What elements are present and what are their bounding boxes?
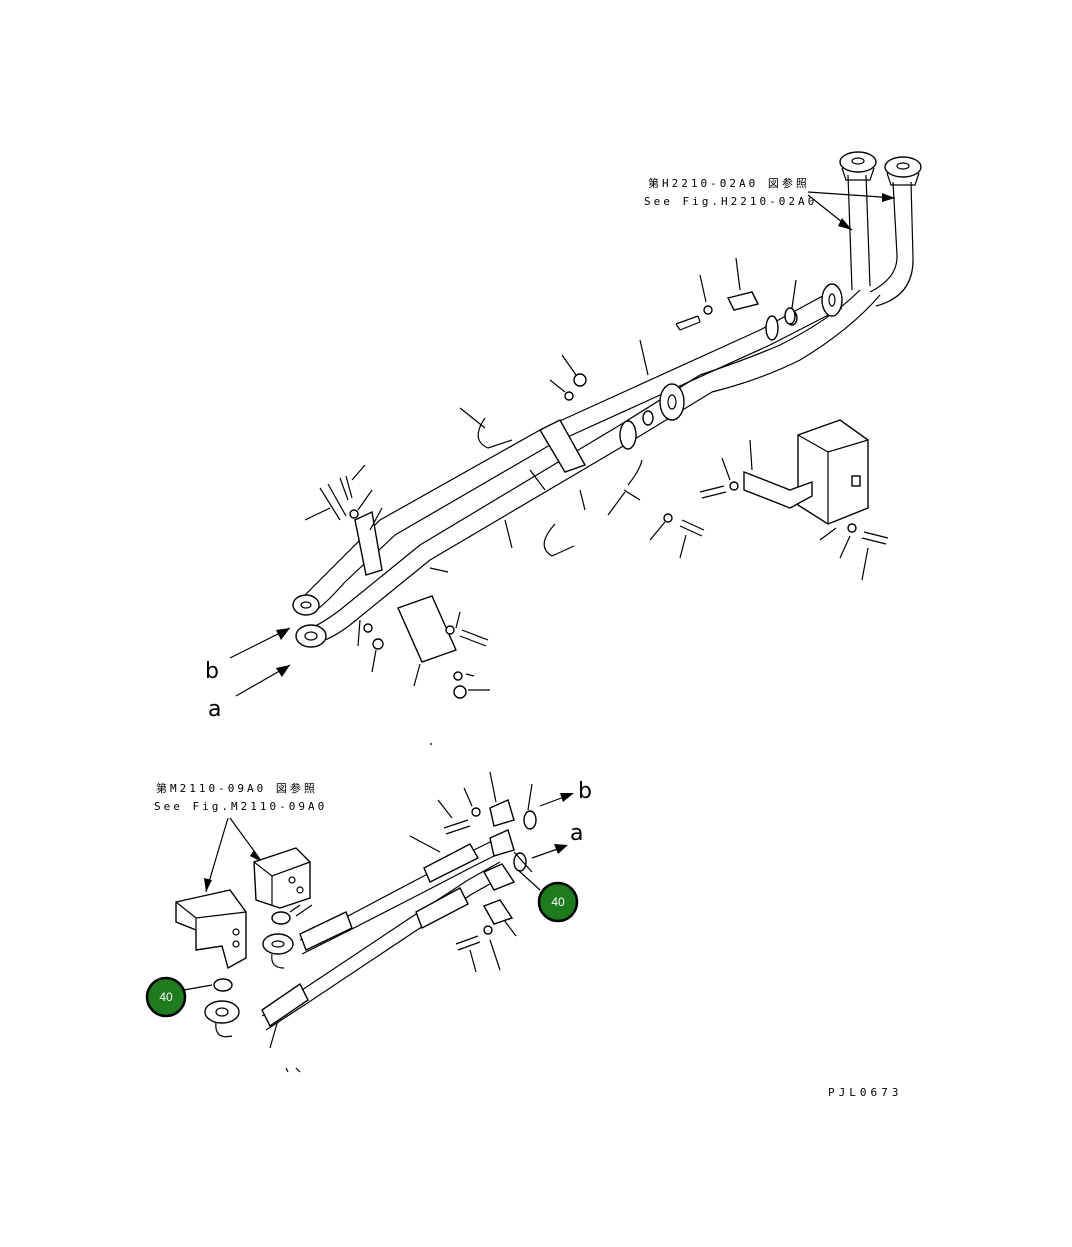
washer-box-low [847, 523, 857, 533]
left-flange-a [295, 624, 327, 648]
label-a-lower: a [570, 821, 583, 846]
angle-bracket [743, 470, 813, 509]
washer-left [349, 509, 359, 519]
leader-lines-upper [304, 257, 869, 745]
arrow-to-a-head [554, 844, 568, 854]
washer-bottom [453, 671, 463, 681]
callout-badge-right-label: 40 [551, 895, 565, 909]
ref-arrow-head-2 [882, 193, 895, 202]
nut-bracket-left [372, 638, 384, 650]
ref-arrow-lower-head-2 [250, 850, 262, 862]
arrow-a-head [276, 665, 290, 677]
callout-badge-left-circle[interactable] [145, 976, 187, 1018]
washer-mid [564, 391, 574, 401]
hose-sleeve-4 [261, 982, 309, 1028]
ref-arrow-head-1 [838, 218, 852, 230]
riser-pipe-left [847, 174, 871, 291]
riser-pipe-right [869, 181, 914, 307]
u-bolt-upper [477, 417, 513, 449]
oring-right-1 [523, 810, 537, 830]
washer-bracket [445, 625, 455, 635]
support-bracket [397, 595, 457, 663]
ref-arrow-upper-2 [807, 191, 896, 199]
u-bolt-left [319, 483, 347, 521]
washer-mid-low [663, 513, 673, 523]
bracket-center [539, 419, 587, 473]
clamp-top [726, 291, 760, 311]
mid-flange-2 [659, 383, 685, 421]
label-b-lower: b [578, 779, 592, 804]
bolt-lower-2 [455, 935, 481, 951]
hose-sleeve-1 [423, 843, 479, 883]
label-b-upper: b [205, 659, 219, 684]
callout-badge-right-circle[interactable] [537, 881, 579, 923]
bolt-box [699, 485, 727, 499]
box-bracket [797, 419, 869, 525]
valve-block-right [253, 847, 311, 909]
upper-assembly: 第H2210-02A0 図参照 See Fig.H2210-02A0 b a [205, 151, 922, 745]
split-flange-upper [489, 799, 515, 827]
drawing-code: PJL0673 [828, 1086, 902, 1099]
hose-sleeve-2 [415, 887, 469, 929]
split-flange-bottom [482, 899, 514, 925]
mid-flange-1 [765, 315, 779, 341]
split-flange-mid [489, 829, 515, 857]
label-a-upper: a [208, 697, 221, 722]
box-port [851, 475, 861, 487]
washer-lower-1 [471, 807, 481, 817]
oring-lower-1 [271, 911, 291, 925]
clip-mid [623, 459, 643, 501]
callout-badge-left-label: 40 [159, 990, 173, 1004]
bracket-left [354, 510, 383, 576]
callout-badge-left[interactable]: 40 [145, 976, 187, 1018]
left-flange-b [292, 594, 320, 616]
bolt-mid [679, 519, 705, 537]
arrow-b-head [276, 628, 290, 640]
oring-right-2 [513, 852, 527, 872]
upper-ref-en: See Fig.H2210-02A0 [644, 195, 817, 208]
bolt-lower-1 [443, 819, 471, 835]
lower-ref-jp: 第M2110-09A0 図参照 [156, 781, 318, 795]
leader-lines-lower [269, 771, 533, 1073]
bolt-bracket [459, 629, 489, 647]
nut-top [573, 373, 587, 387]
fitting-flange-upper [262, 933, 294, 955]
lower-assembly: 第M2110-09A0 図参照 See Fig.M2110-09A0 [145, 771, 592, 1073]
top-flange-left [839, 151, 877, 173]
split-flange-low [483, 863, 516, 891]
washer-lower-2 [483, 925, 493, 935]
bolt-top [675, 315, 701, 331]
bolt-left [339, 475, 353, 501]
u-bolt-lower [543, 523, 575, 557]
fitting-flange-lower [204, 1000, 240, 1024]
callout-badge-right[interactable]: 40 [537, 881, 579, 923]
ref-arrow-lower-head-1 [204, 878, 212, 892]
callout-leader-left [183, 984, 213, 991]
top-flange-right [884, 156, 922, 178]
bolt-box-low [861, 531, 889, 545]
lower-ref-en: See Fig.M2110-09A0 [154, 800, 327, 813]
washer-box [729, 481, 739, 491]
hose-sleeve-3 [299, 911, 353, 951]
oring-top [784, 307, 796, 325]
oring-1 [642, 410, 654, 426]
callout-leader-right [517, 869, 541, 891]
washer-top [703, 305, 713, 315]
valve-block-left [175, 889, 247, 970]
oring-lower-2 [213, 978, 233, 992]
washer-bracket-left [363, 623, 373, 633]
upper-ref-jp: 第H2210-02A0 図参照 [648, 176, 810, 190]
pipe-end-flange [619, 420, 637, 450]
arrow-to-b-head [560, 793, 574, 802]
nut-bottom [453, 685, 467, 699]
junction-flange [821, 283, 843, 317]
